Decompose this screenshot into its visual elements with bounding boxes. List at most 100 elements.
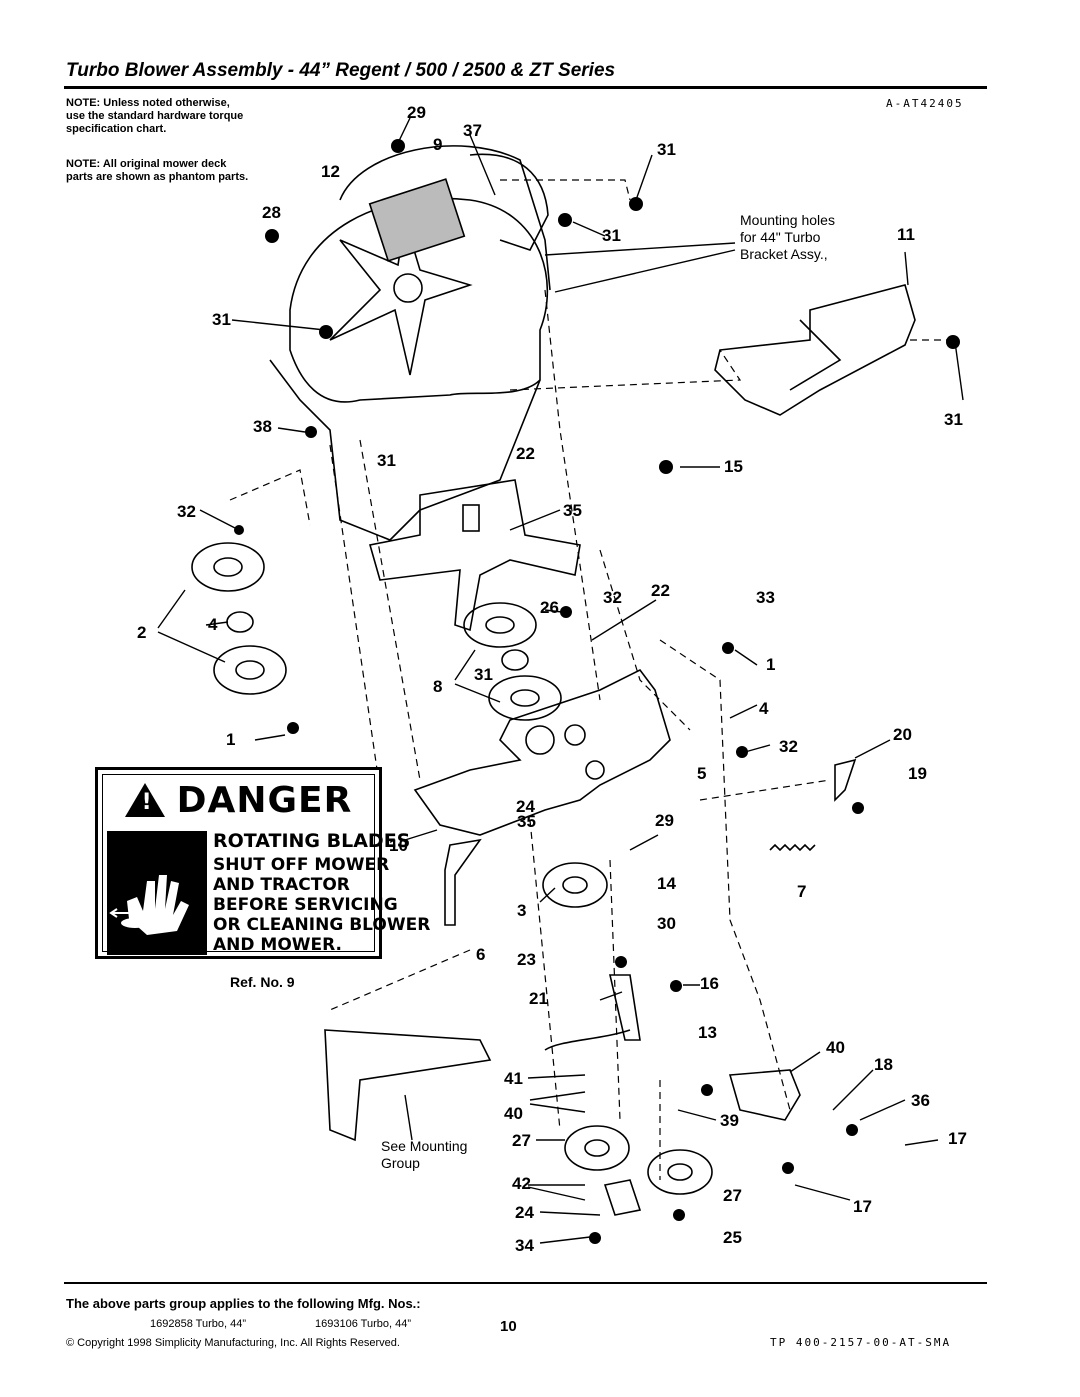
- mounting-holes-note: Mounting holes: [740, 212, 835, 228]
- hex-nut: [615, 956, 627, 968]
- callout-label: 5: [697, 764, 706, 783]
- danger-title: DANGER: [176, 779, 353, 821]
- callout-label: 31: [212, 310, 231, 329]
- bolt-head: [560, 606, 572, 618]
- danger-decal-frame: ! DANGER ROTATING BLADES SHUT OFF MOWER …: [102, 774, 431, 955]
- callout-label: 10: [389, 836, 408, 855]
- blower-grille: [368, 178, 466, 262]
- hand-warning-icon: [107, 831, 207, 955]
- note-line: specification chart.: [66, 123, 167, 135]
- fan-shaft: [462, 504, 480, 532]
- callout-label: 29: [655, 811, 674, 830]
- danger-text: ROTATING BLADES SHUT OFF MOWER AND TRACT…: [213, 829, 431, 955]
- drawing-code: A-AT42405: [886, 97, 964, 110]
- mounting-plate: [413, 668, 671, 836]
- callout-label: 19: [908, 764, 927, 783]
- copyright: © Copyright 1998 Simplicity Manufacturin…: [66, 1337, 400, 1349]
- note-line: parts are shown as phantom parts.: [66, 171, 249, 183]
- turbo-bracket: [714, 284, 916, 416]
- callout-label: 35: [563, 501, 582, 520]
- callout-label: 27: [723, 1186, 742, 1205]
- bearing-left: [226, 611, 254, 633]
- bolt-head: [670, 980, 682, 992]
- callout-label: 23: [517, 950, 536, 969]
- tension-spring: [769, 843, 816, 852]
- mfg-number: 1693106 Turbo, 44”: [315, 1318, 412, 1330]
- note-line: NOTE: Unless noted otherwise,: [66, 97, 230, 109]
- note-line: NOTE: All original mower deck: [66, 158, 227, 170]
- danger-line: ROTATING BLADES: [213, 830, 411, 852]
- bolt-head: [265, 229, 279, 243]
- hex-nut: [736, 746, 748, 758]
- callout-label: 17: [948, 1129, 967, 1148]
- belt-guide: [728, 1069, 801, 1121]
- callout-label: 9: [433, 135, 442, 154]
- bolt-head: [287, 722, 299, 734]
- callout-label: 15: [724, 457, 743, 476]
- callout-label: 38: [253, 417, 272, 436]
- hex-nut: [629, 197, 643, 211]
- danger-line: AND MOWER.: [213, 935, 343, 955]
- mfg-number: 1692858 Turbo, 44”: [150, 1318, 247, 1330]
- callout-label: 22: [651, 581, 670, 600]
- callout-label: 31: [657, 140, 676, 159]
- pulley-right: [647, 1149, 713, 1195]
- bracket-small: [603, 1179, 642, 1216]
- callout-label: 1: [766, 655, 775, 674]
- callout-label: 12: [321, 162, 340, 181]
- callout-label: 31: [377, 451, 396, 470]
- danger-header: ! DANGER: [103, 775, 374, 825]
- callout-label: 4: [208, 615, 218, 634]
- rod: [444, 838, 482, 926]
- callout-label: 6: [476, 945, 485, 964]
- callout-label: 31: [944, 410, 963, 429]
- danger-line: OR CLEANING BLOWER: [213, 915, 431, 935]
- callout-label: 37: [463, 121, 482, 140]
- callout-label: 29: [407, 103, 426, 122]
- danger-decal: ! DANGER ROTATING BLADES SHUT OFF MOWER …: [95, 767, 431, 959]
- flange-center-lower: [488, 675, 562, 721]
- callout-label: 40: [826, 1038, 845, 1057]
- impeller-star: [329, 219, 473, 376]
- callout-label: 31: [474, 665, 493, 684]
- see-mounting-note: See Mounting: [381, 1138, 467, 1154]
- page-title: Turbo Blower Assembly - 44” Regent / 500…: [66, 60, 616, 81]
- callout-label: 42: [512, 1174, 531, 1193]
- callout-label: 17: [853, 1197, 872, 1216]
- callout-label: 32: [603, 588, 622, 607]
- callout-label: 24: [516, 797, 535, 816]
- page-number: 10: [500, 1318, 517, 1335]
- bolt-head: [852, 802, 864, 814]
- callout-label: 39: [720, 1111, 739, 1130]
- callout-label: 34: [515, 1236, 534, 1255]
- hex-nut: [722, 642, 734, 654]
- bolt-head: [846, 1124, 858, 1136]
- callout-label: 32: [779, 737, 798, 756]
- blower-housing-back: [339, 145, 551, 291]
- impeller-hub: [393, 273, 423, 303]
- callout-label: 30: [657, 914, 676, 933]
- pulley-left: [564, 1125, 630, 1171]
- lower-bracket: [324, 1029, 492, 1142]
- hex-nut: [589, 1232, 601, 1244]
- bolt-head: [305, 426, 317, 438]
- top-rule: [64, 86, 987, 89]
- pulley-upper: [542, 862, 608, 908]
- callout-label: 16: [700, 974, 719, 993]
- callout-label: 41: [504, 1069, 523, 1088]
- hex-nut: [946, 335, 960, 349]
- bearing-center: [501, 649, 529, 671]
- mounting-holes-note: Bracket Assy.,: [740, 246, 828, 262]
- callout-label: 3: [517, 901, 526, 920]
- hex-nut: [701, 1084, 713, 1096]
- blower-chute: [469, 153, 549, 251]
- hex-nut: [234, 525, 244, 535]
- hex-nut: [319, 325, 333, 339]
- callout-label: 22: [516, 444, 535, 463]
- callout-label: 26: [540, 598, 559, 617]
- callout-label: 27: [512, 1131, 531, 1150]
- note-phantom: NOTE: All original mower deck parts are …: [66, 158, 248, 184]
- callout-label: 20: [893, 725, 912, 744]
- danger-line: AND TRACTOR: [213, 875, 350, 895]
